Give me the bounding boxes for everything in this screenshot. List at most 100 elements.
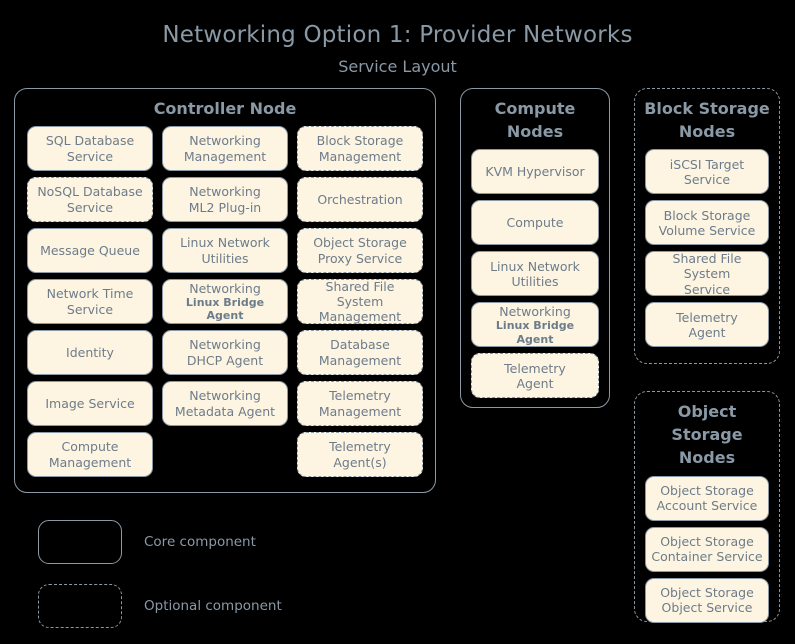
legend-label: Core component [144,534,256,550]
component-label-line2: Agent [688,324,726,340]
controller-node-title: Controller Node [153,99,297,118]
object-storage-nodes-title-line2: Storage Nodes [671,425,743,468]
component-label-line1: Compute [506,215,564,231]
component-label-line2: Management [48,454,132,470]
component-label-line2: Linux Bridge Agent [185,295,265,323]
component-label-line2: Volume Service [658,222,756,238]
component-label-line1: Networking [189,388,261,404]
component-label-line2: Service [683,171,731,187]
component-label-line2: Service [66,148,114,164]
component-label-line2: ML2 Plug-in [188,199,262,215]
component-label-line2: Metadata Agent [174,403,276,419]
component-label-line1: Linux Network [180,235,270,251]
component-label-line1: Block Storage [663,207,751,223]
component-label-line1: Networking [499,303,571,319]
component-label-line1: Block Storage [316,133,404,149]
legend-label: Optional component [144,598,282,614]
component-label-line2: Service [66,199,114,215]
component-box[interactable]: Identity [27,330,153,376]
object-storage-nodes-title: Object Storage Nodes [635,392,779,476]
component-label-line1: Telemetry [329,388,391,404]
component-label-line1: Object Storage [313,235,407,251]
component-label-line2: Agent(s) [333,454,387,470]
component-label-line2: Utilities [511,273,559,289]
component-box[interactable]: Orchestration [297,177,423,223]
component-label-line1: NoSQL Database [37,184,143,200]
component-label-line1: Telemetry [676,309,738,325]
component-label-line2: Proxy Service [317,250,403,266]
component-label-line1: iSCSI Target [669,156,745,172]
component-label-line1: Networking [189,133,261,149]
component-label-line1: Image Service [45,396,135,412]
component-label-line1: Object Storage [660,533,754,549]
component-label-line2: Linux Bridge Agent [495,319,575,346]
compute-nodes-title-line2: Nodes [506,122,564,142]
component-label-line2: Service [66,301,114,317]
component-label-line1: Orchestration [317,192,403,208]
block-storage-nodes-title-line1: Block Storage [644,99,770,118]
component-label-line2: Management [318,148,402,164]
component-box[interactable]: Compute [471,200,599,246]
block-storage-nodes-title-line2: Nodes [678,122,736,142]
component-label-line2: Service [683,281,731,297]
component-label-line2: Utilities [201,250,249,266]
compute-nodes-title-line1: Compute [494,99,576,118]
component-label-line1: Message Queue [40,243,140,259]
component-label-line2: Management [183,148,267,164]
component-label-line1: SQL Database [45,133,135,149]
component-label-line2: Management [318,352,402,368]
component-label-line1: Identity [66,345,114,361]
component-label-line2: Account Service [656,498,758,514]
component-box[interactable]: KVM Hypervisor [471,149,599,195]
component-box[interactable]: Image Service [27,381,153,427]
page-subtitle: Service Layout [338,56,457,76]
component-box[interactable]: Message Queue [27,228,153,274]
component-label-line1: Networking [189,337,261,353]
header: Networking Option 1: Provider Networks S… [0,0,795,76]
component-label-line1: Object Storage [660,584,754,600]
component-label-line1: Compute [61,439,119,455]
component-label-line2: Container Service [651,549,763,565]
component-label-line1: Shared File System [325,278,395,310]
component-label-line1: KVM Hypervisor [485,164,585,180]
component-label-line2: Management [318,309,402,325]
compute-nodes-title: Compute Nodes [461,89,609,149]
component-label-line1: Linux Network [490,258,580,274]
component-box-empty [162,432,288,477]
